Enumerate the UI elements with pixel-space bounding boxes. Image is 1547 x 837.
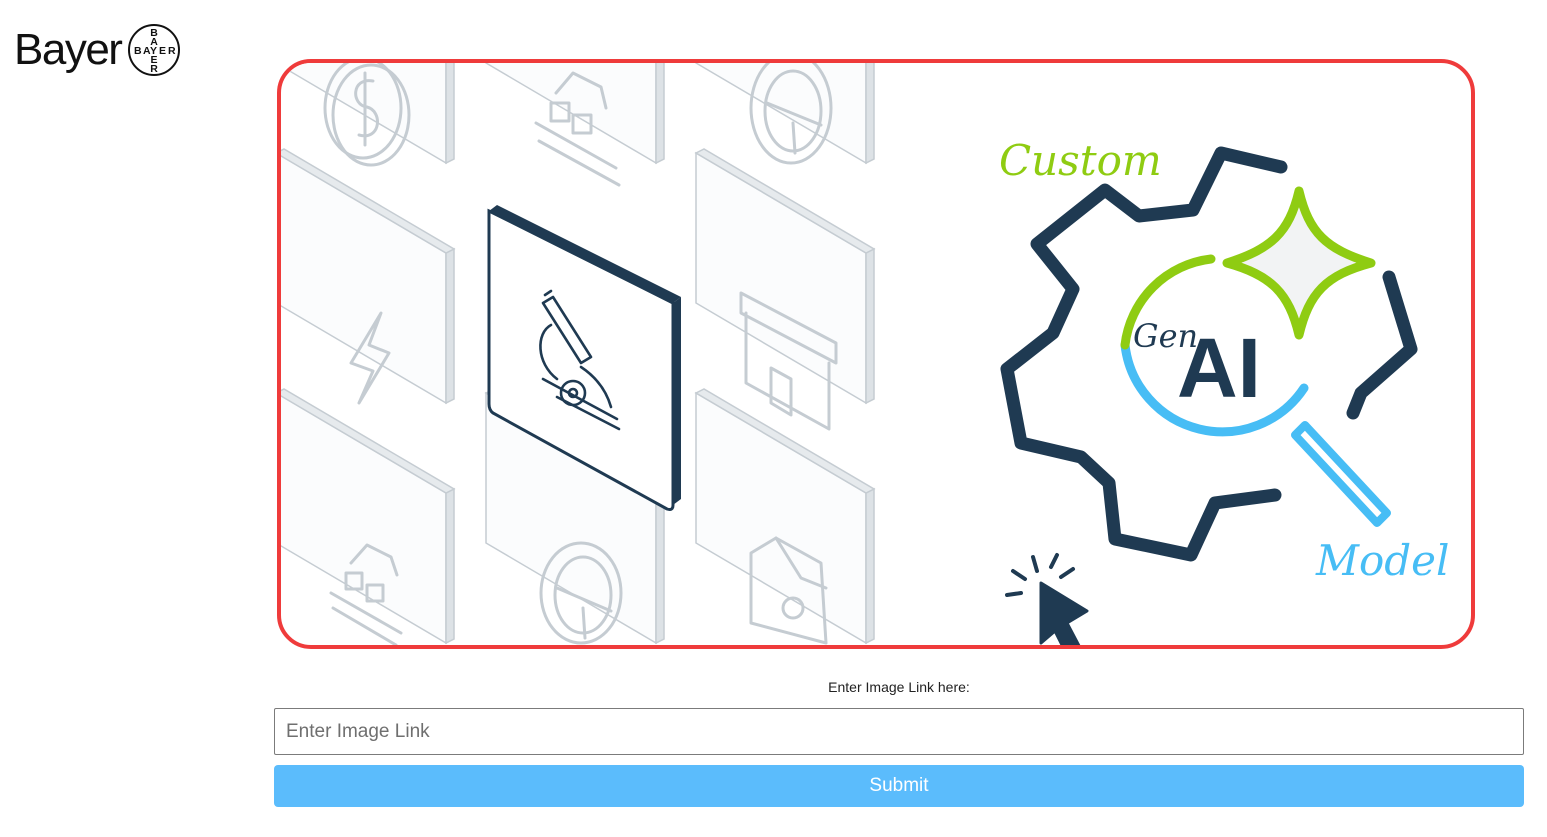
- svg-text:R: R: [151, 63, 159, 75]
- robot-arm-conveyor-icon: [534, 71, 621, 187]
- hero-illustration: Custom Gen AI Model: [281, 63, 1449, 645]
- bayer-cross-icon: B A E R B A Y E R: [128, 24, 181, 76]
- image-link-label: Enter Image Link here:: [828, 679, 970, 695]
- ai-label: AI: [1177, 321, 1261, 415]
- hero-banner: Custom Gen AI Model: [277, 59, 1475, 649]
- model-label: Model: [1315, 536, 1449, 585]
- magnifier-icon: [1120, 254, 1391, 527]
- gen-label: Gen: [1133, 317, 1198, 355]
- coins-icon: [323, 63, 411, 167]
- sparkle-icon: [1222, 186, 1376, 340]
- microscope-icon: [539, 289, 621, 431]
- bayer-logo: Bayer B A E R B A Y E R: [14, 20, 181, 80]
- svg-text:R: R: [168, 45, 176, 57]
- steering-wheel-icon-2: [539, 541, 623, 645]
- svg-text:E: E: [151, 54, 158, 66]
- svg-text:B: B: [151, 27, 159, 39]
- svg-text:B: B: [134, 45, 142, 57]
- cursor-click-icon: [1005, 553, 1089, 645]
- gear-icon: [1000, 146, 1418, 562]
- milk-carton-icon: [749, 536, 828, 645]
- svg-text:A: A: [143, 45, 151, 57]
- tile-grid: [281, 63, 875, 644]
- steering-wheel-icon: [749, 63, 833, 165]
- svg-text:E: E: [159, 45, 166, 57]
- image-link-input[interactable]: [274, 708, 1524, 755]
- svg-text:Y: Y: [150, 45, 157, 57]
- logo-wordmark: Bayer: [14, 25, 123, 74]
- lightning-icon: [349, 311, 391, 405]
- robot-arm-conveyor-icon-2: [329, 543, 403, 645]
- microscope-tile: [487, 205, 681, 511]
- svg-text:A: A: [151, 36, 159, 48]
- custom-label: Custom: [999, 136, 1162, 185]
- submit-button[interactable]: Submit: [274, 765, 1524, 807]
- storefront-icon: [739, 291, 838, 431]
